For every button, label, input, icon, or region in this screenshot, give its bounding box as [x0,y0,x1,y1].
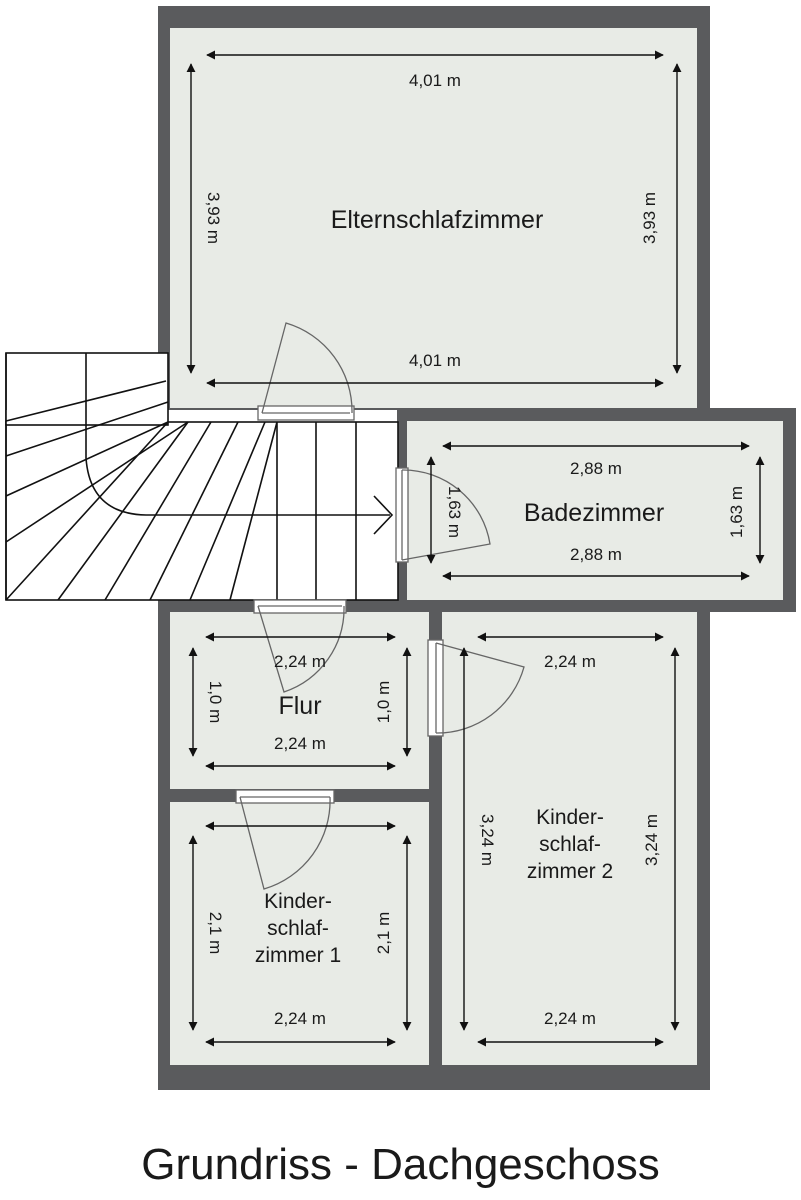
dim-label-kinderschlafzimmer-2-width-top: 2,24 m [544,652,596,671]
dim-label-badezimmer-height-right: 1,63 m [727,486,746,538]
floor-elternschlafzimmer [170,28,697,408]
room-name-kinderschlafzimmer-2-line1: Kinder- [536,806,604,829]
dim-label-kinderschlafzimmer-2-width-bottom: 2,24 m [544,1009,596,1028]
dim-label-kinderschlafzimmer-1-width-bottom: 2,24 m [274,1009,326,1028]
room-name-elternschlafzimmer: Elternschlafzimmer [331,206,544,234]
room-name-kinderschlafzimmer-1-line1: Kinder- [264,890,332,913]
room-floors [170,28,783,1065]
dim-label-flur-width-top: 2,24 m [274,652,326,671]
dim-label-badezimmer-width-bottom: 2,88 m [570,545,622,564]
floor-kinderschlafzimmer-2 [442,612,697,1065]
room-name-kinderschlafzimmer-1-line3: zimmer 1 [255,944,341,967]
dim-label-kinderschlafzimmer-1-height-right: 2,1 m [374,912,393,955]
dim-label-kinderschlafzimmer-2-height-left: 3,24 m [478,814,497,866]
dim-label-flur-height-left: 1,0 m [206,681,225,724]
dim-label-elternschlafzimmer-height-left: 3,93 m [204,192,223,244]
floor-flur [170,612,429,789]
room-name-kinderschlafzimmer-2-line3: zimmer 2 [527,860,613,883]
room-name-kinderschlafzimmer-1-line2: schlaf- [267,917,329,940]
dim-label-elternschlafzimmer-width-bottom: 4,01 m [409,351,461,370]
dim-label-badezimmer-width-top: 2,88 m [570,459,622,478]
dim-label-kinderschlafzimmer-1-height-left: 2,1 m [206,912,225,955]
floor-badezimmer [407,421,783,600]
floor-kinderschlafzimmer-1 [170,802,429,1065]
dim-label-elternschlafzimmer-width-top: 4,01 m [409,71,461,90]
dim-label-badezimmer-height-left: 1,63 m [445,486,464,538]
room-name-flur: Flur [278,692,321,720]
doors [235,322,525,890]
room-name-kinderschlafzimmer-2-line2: schlaf- [539,833,601,856]
dim-label-flur-height-right: 1,0 m [374,681,393,724]
dimension-lines [186,50,765,1047]
room-name-badezimmer: Badezimmer [524,499,664,527]
dim-label-flur-width-bottom: 2,24 m [274,734,326,753]
dim-label-elternschlafzimmer-height-right: 3,93 m [640,192,659,244]
staircase [5,352,399,601]
plan-title: Grundriss - Dachgeschoss [141,1140,660,1189]
dim-label-kinderschlafzimmer-2-height-right: 3,24 m [642,814,661,866]
floor-plan: Elternschlafzimmer Badezimmer Flur Kinde… [5,6,796,1090]
